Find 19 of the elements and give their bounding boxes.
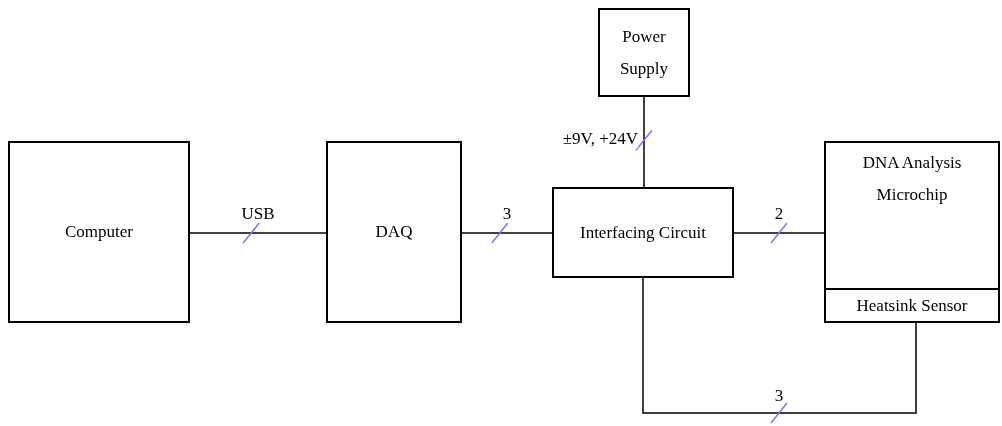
connector-line: [189, 232, 327, 234]
edge-label: 3: [502, 205, 512, 223]
node-label: Computer: [64, 221, 134, 243]
edge-label: ±9V, +24V: [562, 130, 638, 149]
microchip-box: [824, 141, 1000, 323]
interfacing-circuit-box: [552, 187, 734, 278]
node-label: Interfacing Circuit: [579, 221, 707, 244]
node-label: Heatsink Sensor: [855, 295, 969, 316]
connector-line: [642, 277, 917, 414]
connector-line: [461, 232, 553, 234]
connector-line: [733, 232, 825, 234]
node-label: Power Supply: [618, 25, 670, 80]
edge-label: USB: [241, 205, 275, 223]
node-label: DNA Analysis Microchip: [861, 152, 963, 206]
node-label: DAQ: [374, 221, 414, 243]
computer-box: [8, 141, 190, 323]
connector-line: [643, 96, 645, 188]
daq-box: [326, 141, 462, 323]
power-supply-box: [598, 8, 690, 97]
